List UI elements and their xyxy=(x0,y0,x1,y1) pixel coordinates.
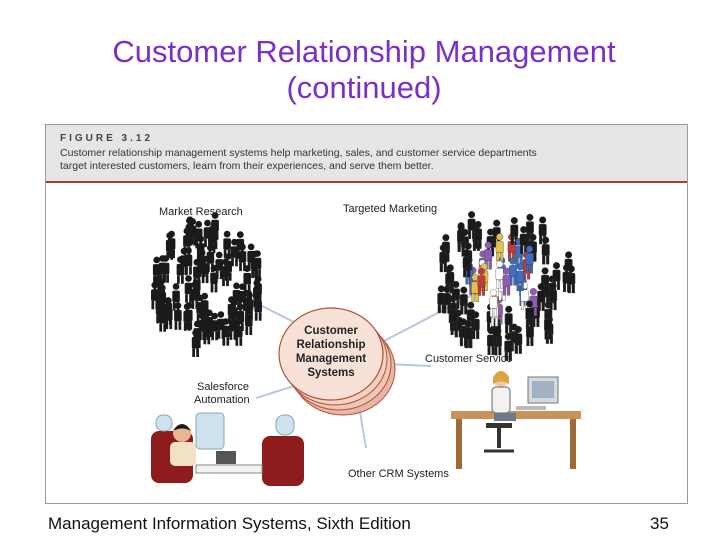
desk-leg-right xyxy=(570,419,576,469)
desk-leg-left xyxy=(456,419,462,469)
crowd-person-silhouette xyxy=(502,267,511,296)
chair-seat xyxy=(486,423,512,428)
center-label-line-1: Customer xyxy=(304,325,358,337)
salesman-hair xyxy=(173,424,191,431)
center-label-line-4: Systems xyxy=(307,367,354,379)
center-label-line-3: Management xyxy=(296,353,366,365)
crowd-person-silhouette xyxy=(477,267,486,297)
salesman-body xyxy=(170,442,196,466)
label-customer-service: Customer Service xyxy=(425,353,512,365)
figure-header: FIGURE 3.12 Customer relationship manage… xyxy=(46,125,687,183)
figure-label: FIGURE 3.12 xyxy=(60,133,154,144)
label-other-crm-systems: Other CRM Systems xyxy=(348,468,449,480)
figure-caption: Customer relationship management systems… xyxy=(60,147,670,173)
crowd-person-silhouette xyxy=(438,243,448,273)
computer-screen xyxy=(532,381,554,398)
crowd-person-silhouette xyxy=(222,318,230,346)
market-research-crowd xyxy=(151,212,262,357)
label-salesforce-line-1: Salesforce xyxy=(197,381,249,393)
salesforce-ellipse-decor xyxy=(275,414,295,436)
salesforce-illustration xyxy=(151,412,304,486)
salesforce-table xyxy=(195,464,263,474)
crowd-person-silhouette xyxy=(459,286,469,315)
crowd-person-silhouette xyxy=(176,256,185,284)
crowd-person-silhouette xyxy=(495,232,505,262)
crowd-person-silhouette xyxy=(221,258,230,287)
agent-legs xyxy=(494,413,516,421)
crowd-person-silhouette xyxy=(230,238,239,267)
slide-title-line-1: Customer Relationship Management xyxy=(112,34,616,69)
salesforce-chair-back-right xyxy=(262,436,304,486)
footer-page-number: 35 xyxy=(650,514,669,533)
crowd-person-silhouette xyxy=(504,305,514,334)
agent-hair xyxy=(493,371,509,384)
crowd-person-silhouette xyxy=(513,325,523,355)
salesforce-window xyxy=(195,412,225,450)
figure-frame: FIGURE 3.12 Customer relationship manage… xyxy=(45,124,688,504)
crowd-person-silhouette xyxy=(536,282,546,312)
chair-post xyxy=(497,428,501,448)
customer-service-desk-illustration xyxy=(451,371,581,469)
slide-title-line-2: (continued) xyxy=(286,70,442,105)
label-market-research: Market Research xyxy=(159,206,243,218)
figure-caption-line-1: Customer relationship management systems… xyxy=(60,147,537,159)
salesman-laptop xyxy=(216,451,236,464)
crowd-person-silhouette xyxy=(245,307,253,335)
crowd-person-silhouette xyxy=(541,236,551,265)
slide-title: Customer Relationship Management (contin… xyxy=(0,34,728,106)
label-targeted-marketing: Targeted Marketing xyxy=(343,203,437,215)
figure-caption-line-2: target interested customers, learn from … xyxy=(60,160,434,172)
crowd-person-silhouette xyxy=(566,264,576,294)
footer-book-title: Management Information Systems, Sixth Ed… xyxy=(48,514,411,533)
crm-systems-disk-stack: Customer Relationship Management Systems xyxy=(278,307,396,416)
targeted-marketing-crowd xyxy=(436,210,576,362)
crowd-person-silhouette xyxy=(174,302,182,330)
salesforce-ellipse-decor-2 xyxy=(155,414,173,432)
crowd-person-silhouette xyxy=(203,219,212,248)
crowd-person-silhouette xyxy=(548,281,558,311)
disk-front xyxy=(278,307,384,401)
computer-keyboard xyxy=(516,406,546,410)
crm-diagram: Customer Relationship Management Systems xyxy=(151,203,581,486)
center-label-line-2: Relationship xyxy=(296,339,365,351)
agent-body xyxy=(491,386,511,414)
label-salesforce-line-2: Automation xyxy=(194,394,250,406)
